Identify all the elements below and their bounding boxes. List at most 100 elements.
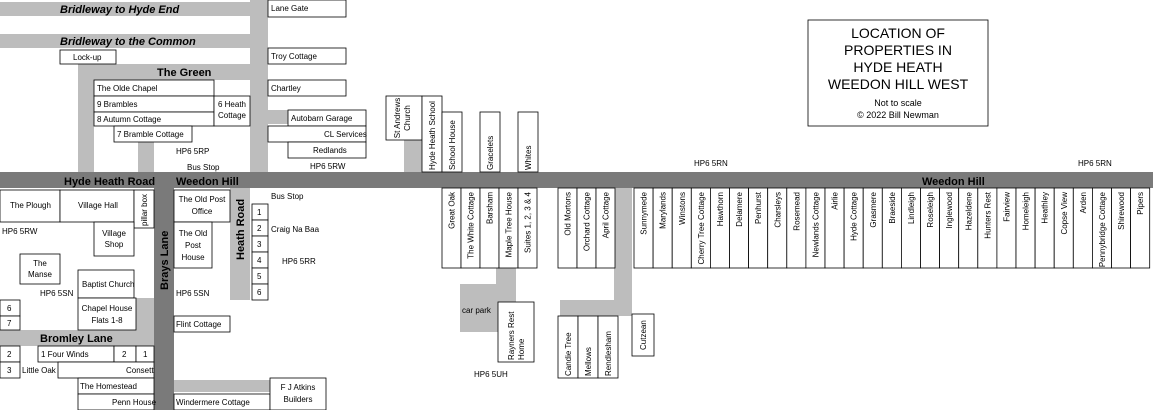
- gracelets: [479, 111, 501, 173]
- property-label-heathley: Heathley: [1041, 192, 1050, 224]
- property-april-cottage: [595, 187, 616, 269]
- property-label-hawthorn: Hawthorn: [716, 192, 725, 226]
- weedon-hill-label-right: Weedon Hill: [922, 176, 985, 188]
- heath-road-6: [251, 283, 269, 301]
- main-road: [0, 172, 1153, 188]
- bridleway-common-road: [0, 34, 250, 48]
- central-properties: The Old Post Office The Old Post House H…: [173, 189, 327, 410]
- property-label-marylands: Marylands: [659, 192, 668, 229]
- property-label-penhurst: Penhurst: [754, 191, 763, 224]
- svg-text:4: 4: [257, 256, 262, 265]
- south-row-b: Old Mortons Orchard Cottage April Cottage: [557, 187, 616, 269]
- property-label-orchard-cottage: Orchard Cottage: [583, 191, 592, 251]
- title-line-4: WEEDON HILL WEST: [828, 76, 969, 92]
- svg-text:Troy Cottage: Troy Cottage: [271, 52, 317, 61]
- property-label-great-oak: Great Oak: [448, 191, 457, 229]
- rendlesham: [597, 315, 619, 379]
- svg-text:Gracelets: Gracelets: [486, 136, 495, 170]
- svg-text:Redlands: Redlands: [313, 146, 347, 155]
- property-label-cherry-tree-cottage: Cherry Tree Cottage: [697, 191, 706, 264]
- svg-text:7 Bramble Cottage: 7 Bramble Cottage: [117, 130, 184, 139]
- postcode-hp6-5rr: HP6 5RR: [282, 257, 316, 266]
- cutzean: [631, 313, 655, 357]
- svg-text:CL Services: CL Services: [324, 130, 367, 139]
- property-label-sunnymede: Sunnymede: [640, 191, 649, 234]
- atkins-access: [174, 380, 270, 392]
- flint-cottage: [173, 315, 231, 333]
- svg-text:Candie Tree: Candie Tree: [564, 332, 573, 376]
- svg-text:7: 7: [7, 319, 12, 328]
- svg-text:Home: Home: [517, 338, 526, 360]
- property-label-pipers: Pipers: [1136, 192, 1145, 215]
- little-oak: Little Oak: [22, 366, 57, 375]
- pillar-box: [133, 189, 155, 229]
- candie-tree-group: Candie Tree Mellows Rendlesham Cutzean: [557, 313, 655, 379]
- bridleway-hyde-end-road: [0, 2, 250, 16]
- svg-text:House: House: [181, 253, 205, 262]
- the-plough: [0, 189, 61, 223]
- svg-text:Flint Cottage: Flint Cottage: [176, 320, 222, 329]
- svg-text:St Andrews: St Andrews: [393, 98, 402, 138]
- bramble-cottage: [113, 125, 193, 143]
- cutzean-lane: [614, 188, 632, 314]
- svg-text:The Olde Chapel: The Olde Chapel: [97, 84, 158, 93]
- property-label-pennybridge-cottage: Pennybridge Cottage: [1098, 191, 1107, 267]
- car-park-label: car park: [462, 306, 492, 315]
- title-line-3: HYDE HEATH: [853, 59, 942, 75]
- svg-text:2: 2: [122, 350, 127, 359]
- svg-text:5: 5: [257, 272, 262, 281]
- svg-text:School House: School House: [448, 120, 457, 170]
- postcode-hp6-5rw-west: HP6 5RW: [2, 227, 38, 236]
- the-manse: [19, 253, 61, 285]
- st-andrews-church: [385, 95, 423, 141]
- svg-text:Whites: Whites: [524, 146, 533, 170]
- old-post-house: [173, 221, 213, 269]
- property-label-winstons: Winstons: [678, 192, 687, 225]
- property-label-hunters-rest: Hunters Rest: [983, 191, 992, 238]
- title-line-2: PROPERTIES IN: [844, 42, 952, 58]
- the-green-south: [138, 142, 154, 172]
- property-label-hazeldene: Hazeldene: [964, 191, 973, 230]
- property-label-old-mortons: Old Mortons: [564, 192, 573, 236]
- svg-text:6: 6: [7, 304, 12, 313]
- property-label-roseleigh: Roseleigh: [926, 192, 935, 228]
- svg-text:Cutzean: Cutzean: [639, 320, 648, 350]
- brays-lane-label: Brays Lane: [159, 231, 171, 290]
- svg-text:Rayners Rest: Rayners Rest: [507, 311, 516, 360]
- title-box: LOCATION OF PROPERTIES IN HYDE HEATH WEE…: [807, 19, 989, 127]
- svg-text:6: 6: [257, 288, 262, 297]
- svg-text:Cottage: Cottage: [218, 111, 247, 120]
- candie-lane: [560, 300, 632, 316]
- svg-text:Post: Post: [185, 241, 202, 250]
- whites: [517, 111, 539, 173]
- svg-text:3: 3: [7, 366, 12, 375]
- property-label-suites-1-2-3-4: Suites 1, 2, 3 & 4: [524, 191, 533, 252]
- property-label-homeleigh: Homeleigh: [1022, 192, 1031, 230]
- heath-road-label: Heath Road: [235, 199, 247, 260]
- svg-text:Village Hall: Village Hall: [78, 201, 118, 210]
- svg-text:Mellows: Mellows: [584, 347, 593, 376]
- svg-text:Penn House: Penn House: [112, 398, 157, 407]
- church-access: [404, 140, 422, 172]
- north-west-properties: Lane Gate Troy Cottage Lock-up Chartley …: [59, 0, 1112, 173]
- property-label-the-white-cottage: The White Cottage: [467, 191, 476, 258]
- svg-text:1 Four Winds: 1 Four Winds: [41, 350, 89, 359]
- postcode-hp6-5rw-north: HP6 5RW: [310, 162, 346, 171]
- postcode-hp6-5rn-mid: HP6 5RN: [694, 159, 728, 168]
- property-label-april-cottage: April Cottage: [602, 191, 611, 238]
- svg-text:The: The: [33, 259, 47, 268]
- redlands: [287, 141, 367, 159]
- lane-gate: [267, 0, 347, 18]
- svg-text:pillar box: pillar box: [140, 194, 149, 226]
- car-park-entrance: [496, 268, 516, 284]
- property-label-inglewood: Inglewood: [945, 192, 954, 228]
- postcode-hp6-5uh: HP6 5UH: [474, 370, 508, 379]
- bromley-lane-label: Bromley Lane: [40, 333, 113, 345]
- svg-text:Builders: Builders: [284, 395, 313, 404]
- bromley-lane-road: [0, 330, 154, 346]
- svg-text:Flats 1-8: Flats 1-8: [91, 316, 123, 325]
- svg-text:F J Atkins: F J Atkins: [281, 383, 316, 392]
- svg-text:8 Autumn Cottage: 8 Autumn Cottage: [97, 115, 162, 124]
- property-label-braeside: Braeside: [888, 191, 897, 223]
